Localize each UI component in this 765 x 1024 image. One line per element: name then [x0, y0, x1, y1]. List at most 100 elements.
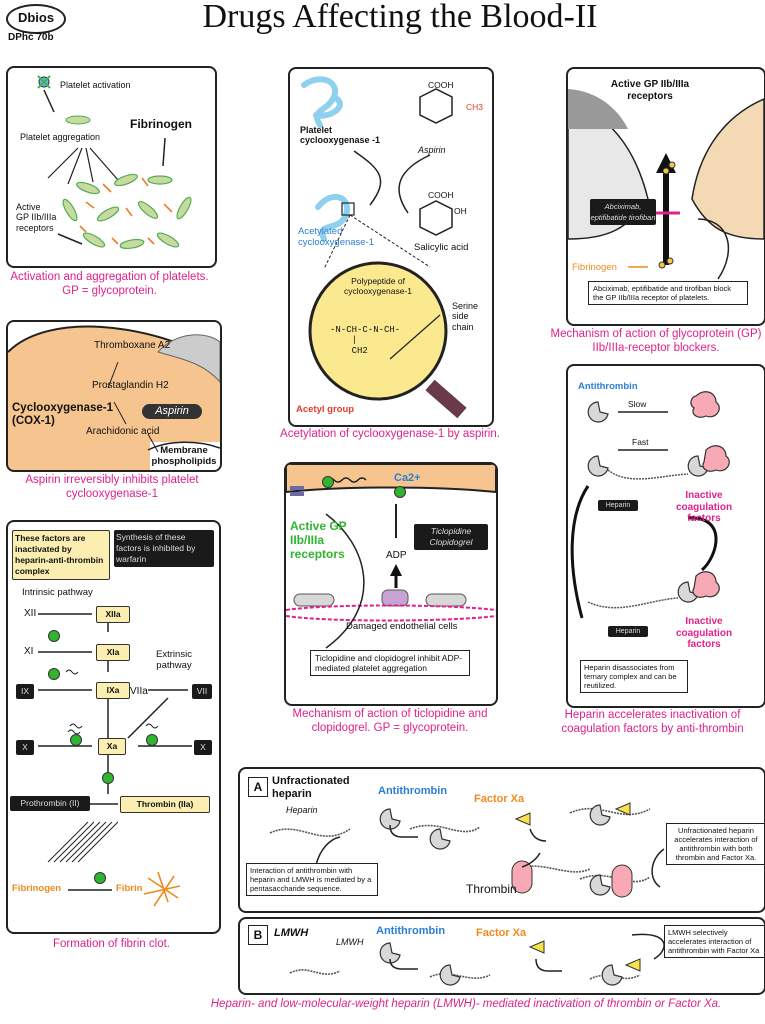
factor-xii: XII [24, 608, 37, 619]
fibrinogen-label: Fibrinogen [572, 262, 617, 273]
adp-label: ADP [386, 550, 407, 561]
intrinsic-label: Intrinsic pathway [22, 587, 93, 598]
gp-drugs-box: Abciximab, eptifibatide tirofiban [590, 199, 656, 225]
ticlopidine-diagram [286, 464, 496, 649]
cooh-label-1: COOH [428, 80, 454, 90]
thromboxane-label: Thromboxane A2 [94, 340, 171, 351]
fibrinogen-label: Fibrinogen [12, 883, 62, 894]
ticlopidine-note: Ticlopidine and clopidogrel inhibit ADP-… [310, 650, 470, 677]
active-gp-label: Active GP IIb/IIIa receptors [290, 519, 347, 561]
factor-xi: XI [24, 646, 34, 657]
panel-heparin-antithrombin: Antithrombin Slow Fast Heparin Inactive … [566, 364, 765, 708]
antithrombin-label: Antithrombin [578, 381, 638, 392]
factor-xa-label: Factor Xa [476, 927, 527, 939]
panel-b-label: B [248, 925, 268, 945]
lmwh-label: LMWH [336, 937, 364, 947]
adp-dot [394, 486, 406, 498]
caption-platelet-activation: Activation and aggregation of platelets.… [10, 271, 209, 297]
factor-xa: Xa [98, 738, 126, 755]
prostaglandin-label: Prostaglandin H2 [92, 380, 169, 391]
ch3-label: CH3 [466, 102, 484, 112]
activation-dot-2 [48, 668, 60, 680]
heparin-label: Heparin [286, 805, 318, 815]
active-gp-label: Active GP IIb/IIIa receptors [610, 79, 690, 102]
extrinsic-label: Extrinsic pathway [156, 649, 192, 671]
cox1-label: Cyclooxygenase-1 (COX-1) [12, 402, 113, 428]
serine-label: Serine side chain [452, 301, 479, 332]
caption-coagulation-cascade: Formation of fibrin clot. [53, 938, 170, 950]
platelet-membrane-diagram [8, 322, 220, 470]
ca-dot [322, 476, 334, 488]
panel-coagulation-cascade: These factors are inactivated by heparin… [6, 520, 221, 934]
oh-label: OH [454, 206, 467, 216]
inactive-factors-label-1: Inactive coagulation factors [675, 490, 733, 524]
platelet-cox-label: Platelet cyclooxygenase -1 [300, 125, 381, 146]
platelet-aggregation-diagram [37, 75, 192, 250]
heparin-factors-box: These factors are inactivated by heparin… [12, 530, 110, 580]
thrombin-box: Thrombin (IIa) [120, 796, 210, 813]
factor-xiia: XIIa [96, 606, 130, 623]
arachidonic-label: Arachidonic acid [86, 426, 160, 437]
slow-label: Slow [628, 399, 647, 409]
lmwh-note: LMWH selectively accelerates interaction… [664, 925, 764, 958]
lmwh-title: LMWH [274, 927, 309, 939]
pentasaccharide-note: Interaction of antithrombin with heparin… [246, 863, 378, 896]
caption-acetylation: Acetylation of cyclooxygenase-1 by aspir… [280, 428, 500, 440]
aspirin-box: Aspirin [142, 404, 202, 419]
activation-dot-1 [48, 630, 60, 642]
salicylic-label: Salicylic acid [414, 242, 469, 253]
activation-dot-4 [146, 734, 158, 746]
panel-ticlopidine: Ca2+ Active GP IIb/IIIa receptors Ticlop… [284, 462, 498, 706]
factor-vii: VII [192, 684, 212, 699]
active-gp-label: Active GP IIb/IIIa receptors [16, 202, 57, 233]
factor-x-left: X [16, 740, 34, 755]
heparin-box-2: Heparin [608, 626, 648, 637]
unfractionated-title: Unfractionated heparin [272, 775, 350, 800]
caption-cox1: Aspirin irreversibly inhibits platelet c… [25, 474, 199, 500]
ca-label: Ca2+ [394, 472, 421, 484]
ticlopidine-box: Ticlopidine Clopidogrel [414, 524, 488, 550]
panel-unfractionated-heparin: A Unfractionated heparin Heparin Antithr… [238, 767, 765, 913]
panel-platelet-activation: Platelet activation Platelet aggregation… [6, 66, 217, 268]
heparin-antithrombin-diagram [570, 391, 730, 619]
damaged-cells-label: Damaged endothelial cells [346, 621, 458, 632]
caption-heparin-lmwh: Heparin- and low-molecular-weight hepari… [210, 998, 722, 1010]
panel-acetylation: COOH CH3 Platelet cyclooxygenase -1 Aspi… [288, 67, 494, 427]
logo: Dbios [6, 4, 66, 34]
aspirin-label: Aspirin [418, 145, 446, 155]
panel-gp-blockers: Active GP IIb/IIIa receptors Abciximab, … [566, 67, 765, 326]
acetyl-group-label: Acetyl group [296, 404, 355, 415]
caption-ticlopidine: Mechanism of action of ticlopidine and c… [292, 708, 488, 734]
cooh-label-2: COOH [428, 190, 454, 200]
activation-dot-6 [94, 872, 106, 884]
cascade-arrows [38, 613, 192, 907]
thrombin-label: Thrombin [466, 882, 517, 896]
factor-ix: IX [16, 684, 34, 699]
polypeptide-label: Polypeptide of cyclooxygenase-1 [343, 276, 413, 296]
gp-note: Abciximab, eptifibatide and tirofiban bl… [588, 281, 748, 305]
panel-lmwh: B LMWH LMWH Antithrombin Factor Xa LMWH … [238, 917, 765, 995]
activation-dot-5 [102, 772, 114, 784]
unfractionated-heparin-diagram [269, 802, 665, 898]
prothrombin-box: Prothrombin (II) [10, 796, 90, 811]
factor-x-right: X [194, 740, 212, 755]
membrane-label: Membrane phospholipids [151, 445, 217, 467]
panel-cox1: Thromboxane A2 Prostaglandin H2 Cyclooxy… [6, 320, 222, 472]
lmwh-diagram [289, 933, 665, 986]
factor-viia: VIIa [130, 686, 148, 697]
acetylated-label: Acetylated cyclooxygenase-1 [298, 226, 375, 248]
fibrin-label: Fibrin [116, 883, 143, 894]
warfarin-factors-box: Synthesis of these factors is inhibited … [114, 530, 214, 567]
caption-gp-blockers: Mechanism of action of glycoprotein (GP)… [550, 328, 762, 354]
caption-heparin-antithrombin: Heparin accelerates inactivation of coag… [561, 709, 744, 735]
acetylation-diagram [301, 76, 467, 419]
platelet-aggregation-label: Platelet aggregation [20, 132, 101, 142]
factor-xa-label: Factor Xa [474, 793, 525, 805]
factor-ixa: IXa [96, 682, 130, 699]
unfractionated-note: Unfractionated heparin accelerates inter… [666, 823, 764, 865]
antithrombin-label: Antithrombin [378, 785, 448, 797]
antithrombin-label: Antithrombin [376, 925, 446, 937]
page-title: Drugs Affecting the Blood-II [202, 0, 598, 35]
fibrinogen-label: Fibrinogen [130, 117, 192, 131]
activation-dot-3 [70, 734, 82, 746]
